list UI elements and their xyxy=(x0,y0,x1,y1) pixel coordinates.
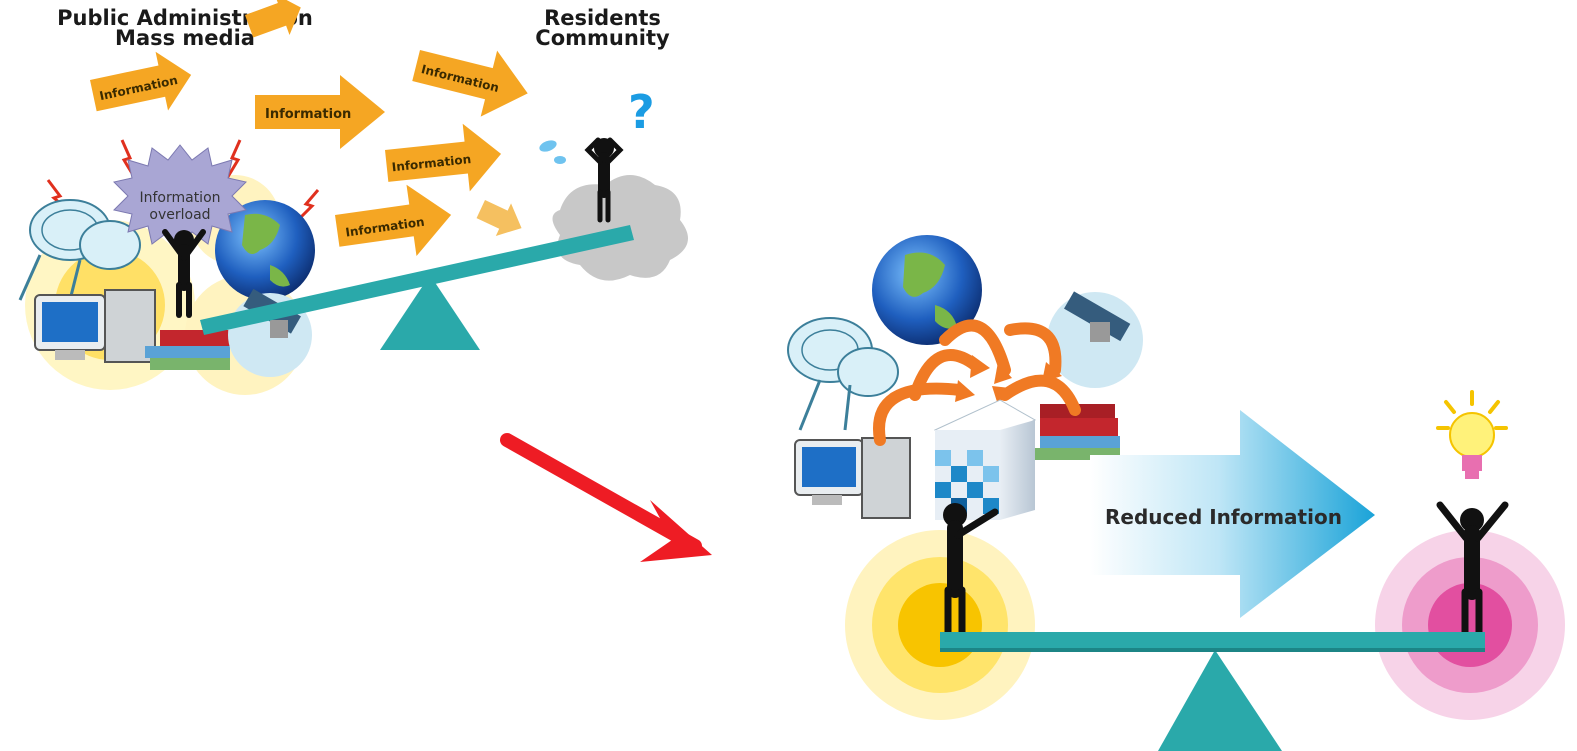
info-arrow: Information xyxy=(412,50,528,117)
reduced-info-arrow: Reduced Information xyxy=(1090,410,1375,618)
info-arrow xyxy=(476,200,522,236)
overload-burst: Information overload xyxy=(113,144,247,249)
info-arrow xyxy=(245,0,301,38)
satellite-dish-icon xyxy=(18,199,141,301)
books-icon xyxy=(145,330,235,370)
overload-text-line1: Information xyxy=(139,190,220,206)
computer-icon xyxy=(794,437,911,519)
seesaw-icon xyxy=(940,632,1485,751)
seesaw-icon xyxy=(200,225,634,350)
info-arrow: Information xyxy=(385,123,502,192)
overload-text-line2: overload xyxy=(149,207,210,223)
filter-cube-icon xyxy=(933,399,1037,520)
question-mark-icon: ? xyxy=(628,85,655,139)
sweat-drops-icon xyxy=(539,140,566,164)
info-arrow-text: Information xyxy=(265,107,351,122)
reduced-info-text: Reduced Information xyxy=(1105,505,1342,529)
stressed-person-icon xyxy=(162,229,206,318)
target-label-line2: Community xyxy=(535,26,670,50)
satellite-dish-icon xyxy=(787,317,899,431)
lightbulb-icon xyxy=(1436,390,1508,479)
satellite-icon xyxy=(1047,291,1143,388)
confused-person-icon xyxy=(584,137,624,223)
transition-arrow xyxy=(500,433,712,562)
happy-person-icon xyxy=(1436,501,1509,636)
gather-arrows xyxy=(873,319,1081,446)
target-label-line1: Residents xyxy=(544,6,661,30)
info-arrow: Information xyxy=(335,184,452,257)
globe-icon xyxy=(215,200,315,300)
overload-scene: Information Information Information Info… xyxy=(18,0,688,395)
gather-arrowheads xyxy=(955,355,1062,405)
target-label: Residents Community xyxy=(520,6,685,50)
reduced-scene: Reduced Information xyxy=(787,235,1565,751)
globe-icon xyxy=(872,235,982,345)
info-arrow: Information xyxy=(90,51,192,112)
yellow-glow xyxy=(845,530,1035,720)
info-arrow: Information xyxy=(255,75,385,149)
person-icon xyxy=(943,503,999,636)
computer-icon xyxy=(34,289,156,363)
source-label-line2: Mass media xyxy=(115,26,255,50)
